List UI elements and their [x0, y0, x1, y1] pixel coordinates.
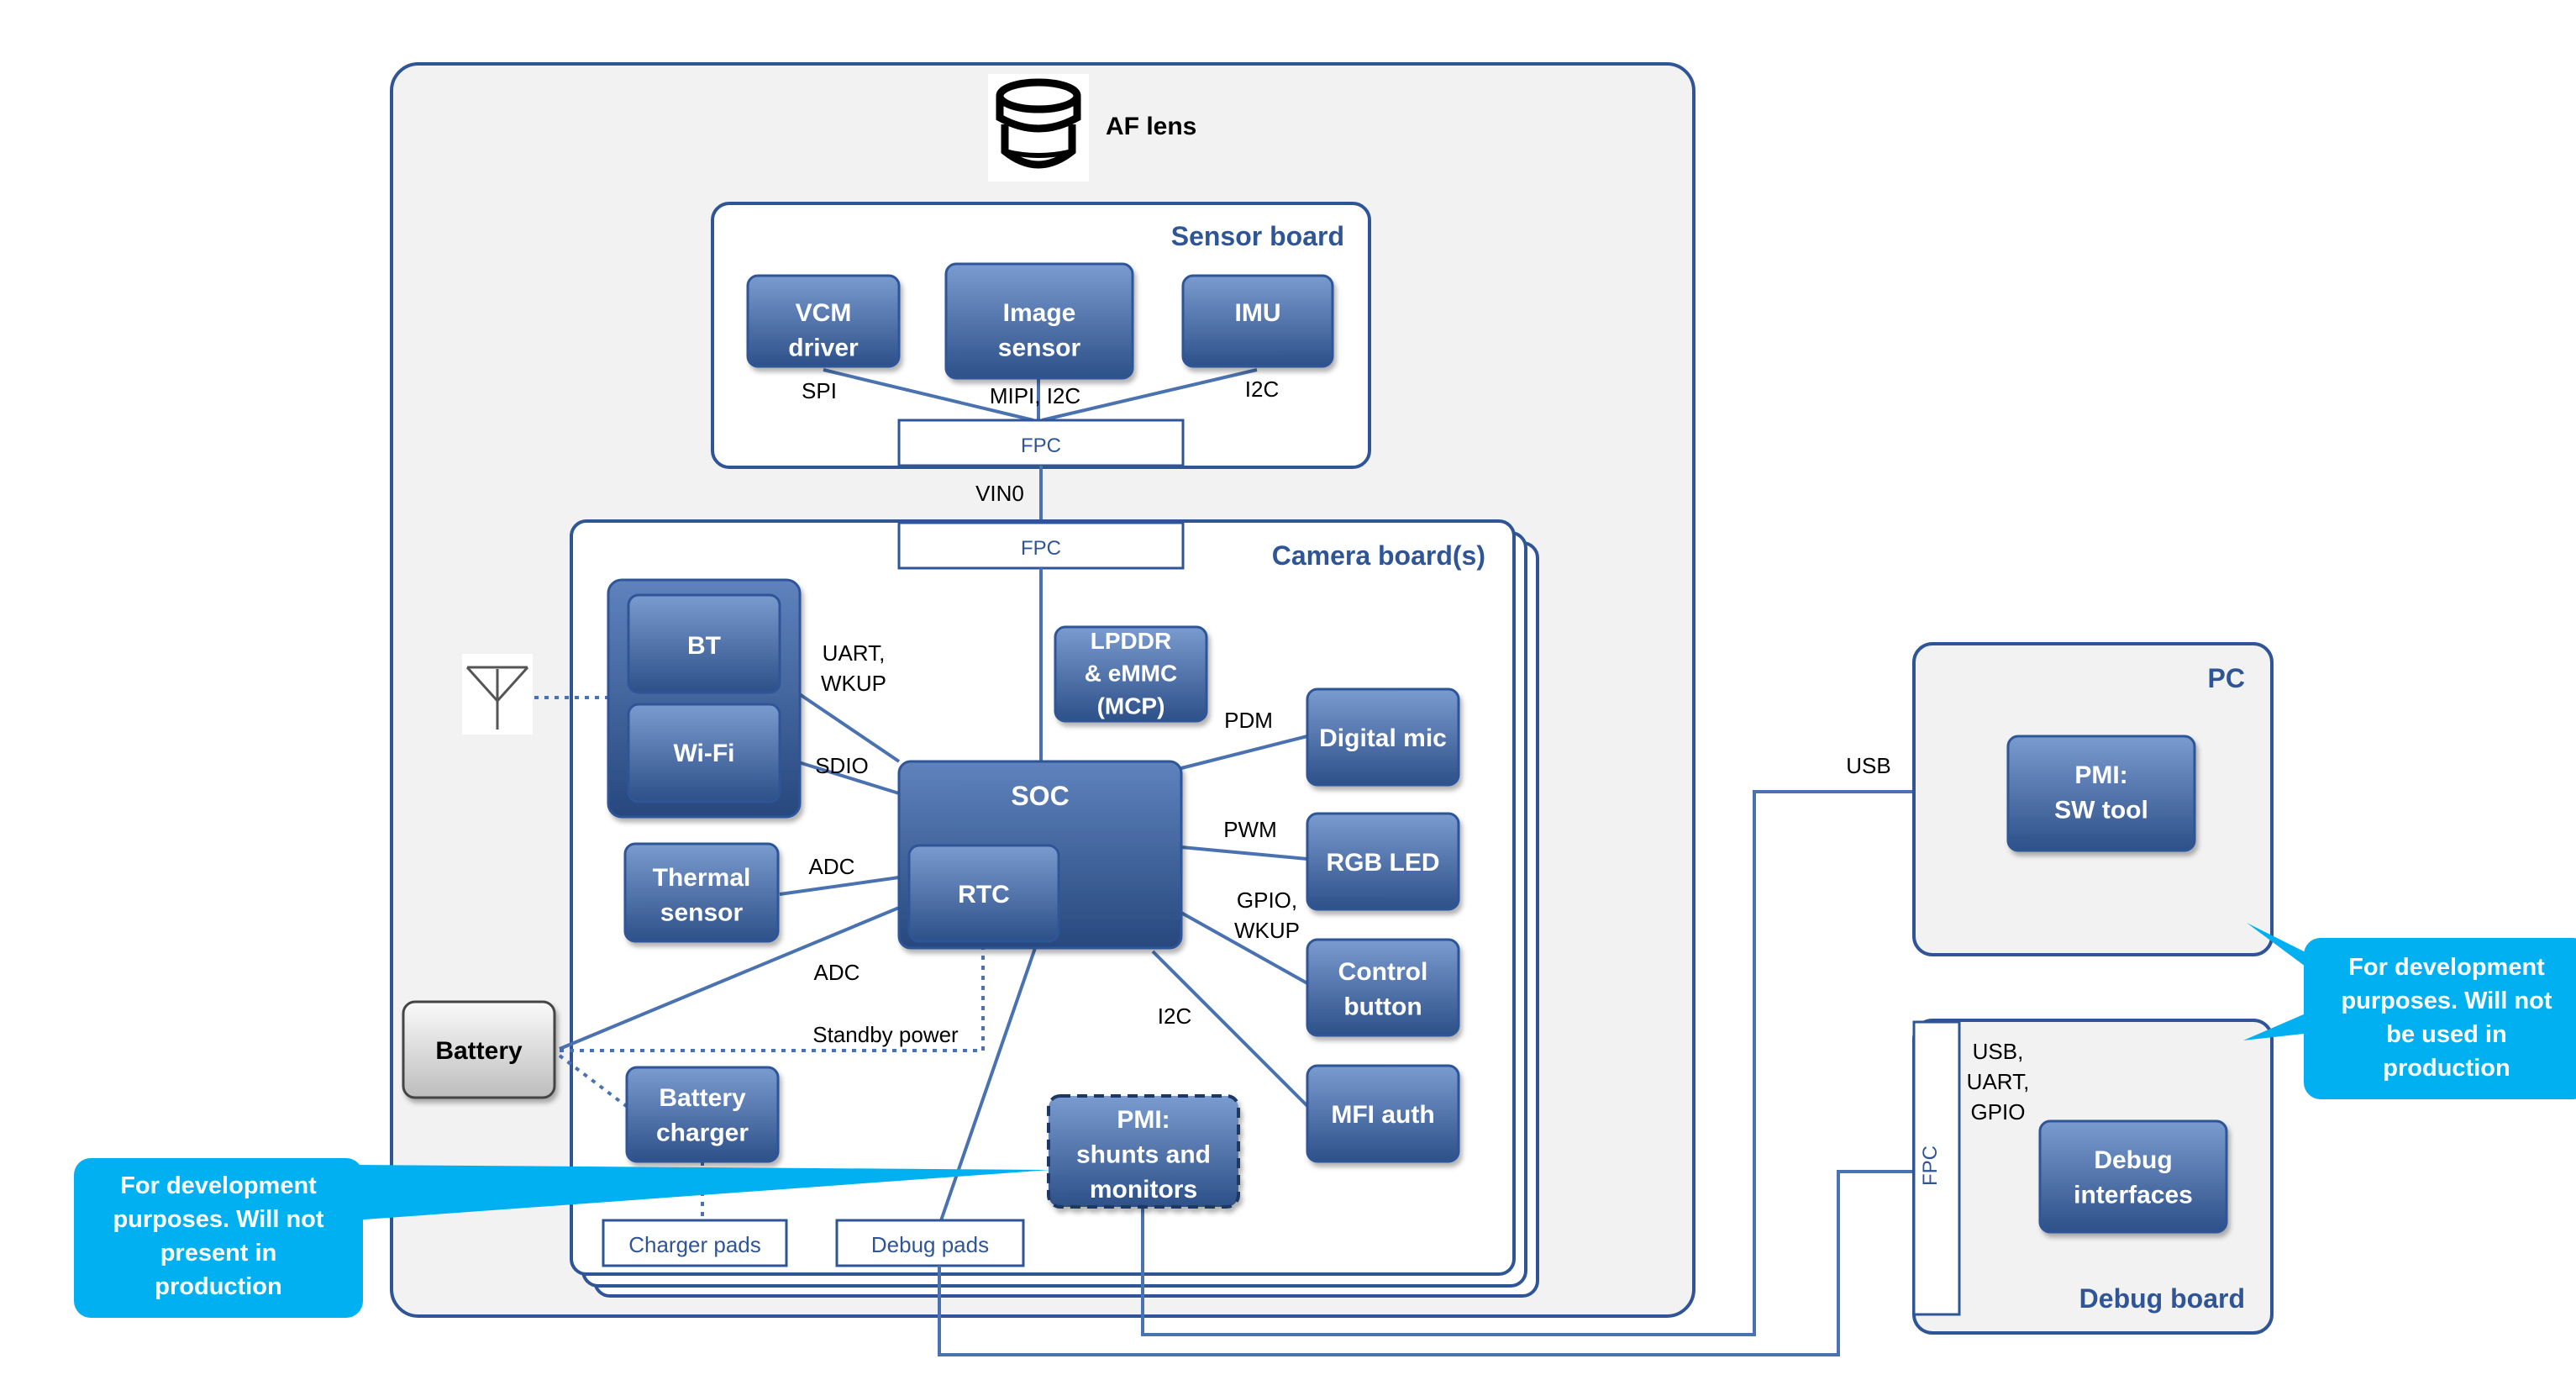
sdio-link-label: SDIO — [815, 753, 869, 778]
dotted-links — [534, 696, 985, 1220]
sensor-fpc-connector — [897, 419, 1185, 467]
battery-charger-block — [625, 1066, 780, 1163]
wifi-block — [627, 703, 781, 803]
debug-pads — [835, 1219, 1025, 1267]
charger-pads — [602, 1219, 788, 1267]
charger-pads-label: Charger pads — [628, 1232, 761, 1257]
debug-fpc-label: FPC — [1919, 1146, 1942, 1186]
callout-left — [74, 1158, 1050, 1318]
lens-icon — [988, 74, 1089, 182]
camera-links — [559, 568, 1312, 1226]
lens-label: AF lens — [1106, 113, 1196, 140]
usb-uart-gpio-label: USB,UART,GPIO — [1967, 1039, 2030, 1125]
pmi-sw-tool-label: PMI:SW tool — [2054, 761, 2148, 824]
i2c-sensor-link-label: I2C — [1245, 377, 1279, 402]
debug-fpc-connector — [1912, 1020, 1961, 1316]
callout-right — [2243, 923, 2576, 1099]
pwm-link-label: PWM — [1223, 817, 1277, 842]
usb-pc-link-label: USB — [1846, 753, 1890, 778]
sensor-links — [823, 368, 1258, 422]
digital-mic-label: Digital mic — [1319, 724, 1447, 752]
mipi-i2c-link-label: MIPI, I2C — [990, 383, 1080, 408]
uart-wkup-link-label: UART,WKUP — [821, 640, 886, 696]
lpddr-emmc-label: LPDDR& eMMC(MCP) — [1085, 628, 1177, 719]
battery-block — [402, 1000, 556, 1099]
pmi-sw-tool-block — [2006, 735, 2196, 852]
vcm-driver-block — [746, 274, 901, 368]
mfi-auth-label: MFI auth — [1331, 1101, 1434, 1129]
standby-power-label: Standby power — [812, 1022, 959, 1047]
spi-link-label: SPI — [802, 378, 837, 403]
digital-mic-block — [1306, 687, 1460, 787]
rtc-block — [907, 844, 1060, 943]
rgb-led-label: RGB LED — [1327, 849, 1440, 877]
imu-label: IMU — [1235, 299, 1281, 327]
pc-title: PC — [2208, 663, 2245, 693]
antenna-icon — [462, 654, 533, 735]
i2c-camera-link-label: I2C — [1158, 1003, 1191, 1029]
image-sensor-block — [944, 262, 1134, 380]
adc-thermal-link-label: ADC — [809, 854, 855, 879]
sensor-fpc-label: FPC — [1021, 435, 1061, 457]
gpio-wkup-link-label: GPIO,WKUP — [1234, 888, 1300, 943]
wifi-label: Wi-Fi — [673, 740, 734, 767]
debug-board-title: Debug board — [2079, 1283, 2245, 1314]
lpddr-emmc-block — [1054, 625, 1208, 723]
camera-fpc-label: FPC — [1021, 537, 1061, 560]
camera-fpc-connector — [897, 521, 1185, 570]
pmi-shunts-block — [1047, 1094, 1240, 1209]
camera-board-title: Camera board(s) — [1272, 540, 1485, 571]
bt-block — [627, 593, 781, 694]
mfi-auth-block — [1306, 1064, 1460, 1163]
thermal-sensor-block — [623, 842, 780, 943]
imu-block — [1181, 274, 1334, 368]
rtc-label: RTC — [958, 881, 1010, 909]
rgb-led-block — [1306, 812, 1460, 911]
adc-battery-link-label: ADC — [814, 960, 860, 985]
bt-label: BT — [687, 632, 721, 660]
pdm-link-label: PDM — [1224, 708, 1273, 733]
debug-pads-label: Debug pads — [871, 1232, 989, 1257]
debug-interfaces-block — [2038, 1119, 2228, 1234]
control-button-block — [1306, 938, 1460, 1037]
sensor-board-title: Sensor board — [1171, 221, 1344, 251]
soc-label: SOC — [1011, 781, 1069, 811]
battery-label: Battery — [435, 1037, 523, 1065]
vin0-label: VIN0 — [975, 481, 1024, 506]
